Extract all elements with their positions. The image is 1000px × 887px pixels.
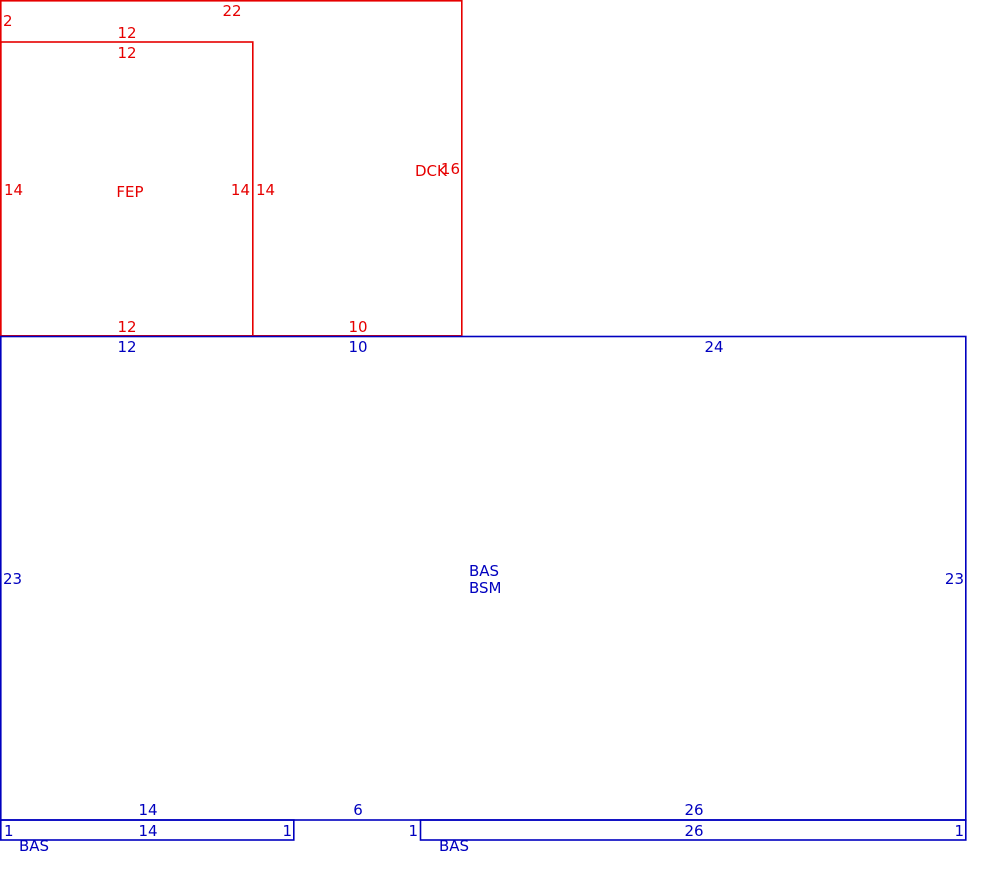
fep-top-dimension: 12: [117, 24, 136, 42]
fep-area-label: FEP: [116, 183, 143, 201]
fep-right-dimension: 14: [231, 181, 250, 199]
bsm-right-dimension: 23: [945, 570, 964, 588]
dck-outline: [0, 0, 463, 337]
fep-left-dimension: 14: [4, 181, 23, 199]
fep-top-inner-dimension: 12: [117, 44, 136, 62]
bas-right-right-dimension: 1: [954, 822, 964, 840]
bas-left-right-dimension: 1: [282, 822, 292, 840]
bsm-area-label-bas: BAS: [469, 562, 499, 580]
dck-right-dimension: 16: [441, 160, 460, 178]
bsm-top-right-dimension: 24: [704, 338, 723, 356]
dck-area-label: DCK: [415, 162, 448, 180]
bas-right-left-dimension: 1: [408, 822, 418, 840]
dck-offset-dimension: 2: [3, 12, 13, 30]
bas-right-outline: [419, 819, 967, 841]
bsm-top-left-dimension: 12: [117, 338, 136, 356]
fep-bottom-dimension: 12: [117, 318, 136, 336]
bsm-bottom-left-dimension: 14: [138, 801, 157, 819]
dck-top-dimension: 22: [222, 2, 241, 20]
bas-right-top-dimension: 26: [684, 822, 703, 840]
bas-left-outline: [0, 819, 295, 841]
dck-left-dimension: 14: [256, 181, 275, 199]
dck-bottom-dimension: 10: [348, 318, 367, 336]
bas-right-area-label: BAS: [439, 837, 469, 855]
bsm-top-mid-dimension: 10: [348, 338, 367, 356]
bsm-area-label-bsm: BSM: [469, 579, 502, 597]
bsm-bottom-right-dimension: 26: [684, 801, 703, 819]
bas-left-area-label: BAS: [19, 837, 49, 855]
bas-left-top-dimension: 14: [138, 822, 157, 840]
bsm-bottom-mid-dimension: 6: [353, 801, 363, 819]
bas-left-left-dimension: 1: [4, 822, 14, 840]
bsm-left-dimension: 23: [3, 570, 22, 588]
